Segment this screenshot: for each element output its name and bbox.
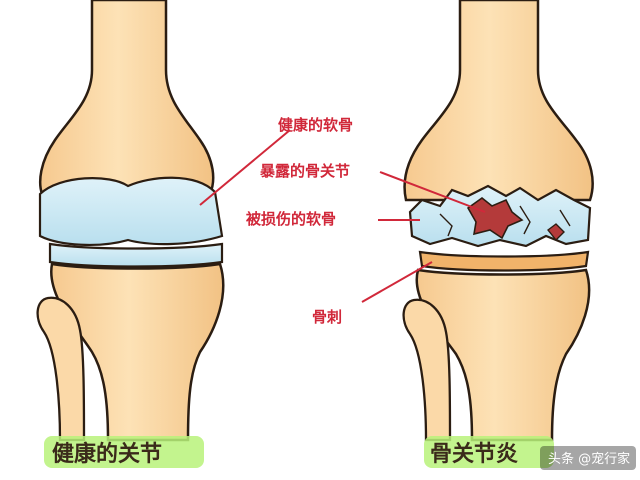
healthy-femur-cartilage [38,176,224,247]
label-healthy-cartilage: 健康的软骨 [278,116,353,134]
arthritic-fibula [402,298,452,442]
watermark-text: 头条 @宠行家 [548,451,630,467]
label-bone-spur: 骨刺 [312,308,342,326]
healthy-femur [38,0,215,196]
caption-left-highlight [44,436,204,468]
arthritic-femur [403,0,594,202]
arthritic-knee [402,0,594,442]
arthritic-tibia-cartilage [418,250,590,272]
caption-osteoarthritis: 骨关节炎 [430,442,518,467]
leader-healthy-cartilage [199,129,291,206]
healthy-fibula [36,296,86,442]
healthy-knee [36,0,225,442]
exposed-bone-lesion [466,196,524,240]
watermark-badge [540,446,636,470]
leader-exposed-joint [379,171,486,213]
healthy-tibia [50,262,225,442]
healthy-tibia-cartilage [48,242,224,268]
caption-right-highlight [424,436,554,468]
cartilage-cracks [439,205,571,237]
label-damaged-cartilage: 被损伤的软骨 [246,210,336,228]
exposed-bone-lesion-small [547,223,565,242]
caption-healthy-joint: 健康的关节 [52,441,162,467]
leader-bone-spur [361,261,433,303]
arthritic-tibia [415,268,591,442]
leader-lines [199,129,486,303]
label-exposed-joint: 暴露的骨关节 [260,162,350,180]
